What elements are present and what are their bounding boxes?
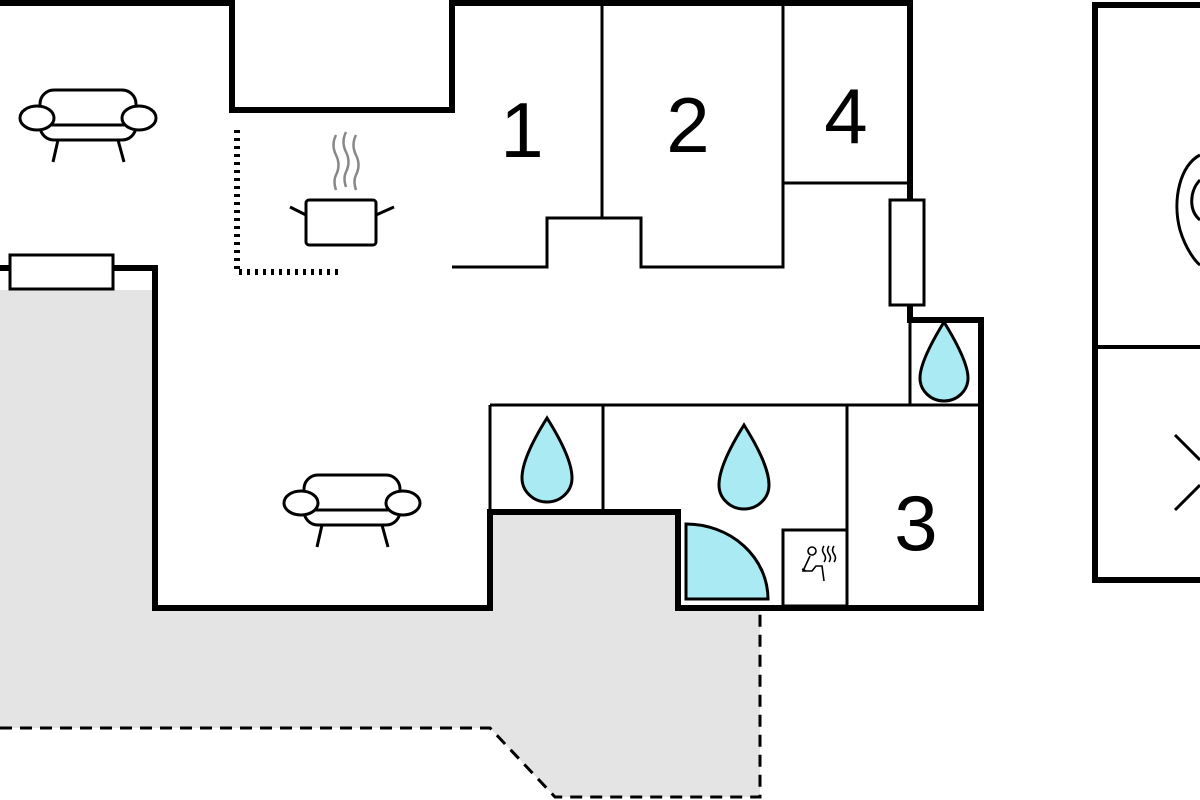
window — [8, 253, 115, 291]
room-3-label: 3 — [894, 479, 937, 567]
room-1-label: 1 — [500, 86, 543, 174]
cooking-pot-icon — [289, 131, 395, 247]
terrace-boundary — [0, 608, 762, 799]
room-2-label: 2 — [666, 81, 709, 169]
exterior-wall — [0, 0, 913, 200]
adjacent-building — [1092, 2, 1200, 583]
kitchen-counter — [234, 130, 340, 275]
shower-icon — [684, 522, 770, 601]
sofa-icon — [18, 88, 158, 163]
water-drop-icon — [520, 415, 574, 504]
terrace-area — [0, 290, 760, 797]
water-drop-icon — [717, 422, 771, 511]
water-drop-icon — [918, 319, 970, 403]
room-4-label: 4 — [824, 72, 867, 160]
sauna-icon — [801, 545, 837, 582]
sofa-icon — [282, 473, 422, 548]
exterior-wall — [113, 265, 984, 611]
window — [888, 198, 926, 307]
terrace — [0, 290, 762, 799]
interior-walls — [452, 3, 981, 608]
